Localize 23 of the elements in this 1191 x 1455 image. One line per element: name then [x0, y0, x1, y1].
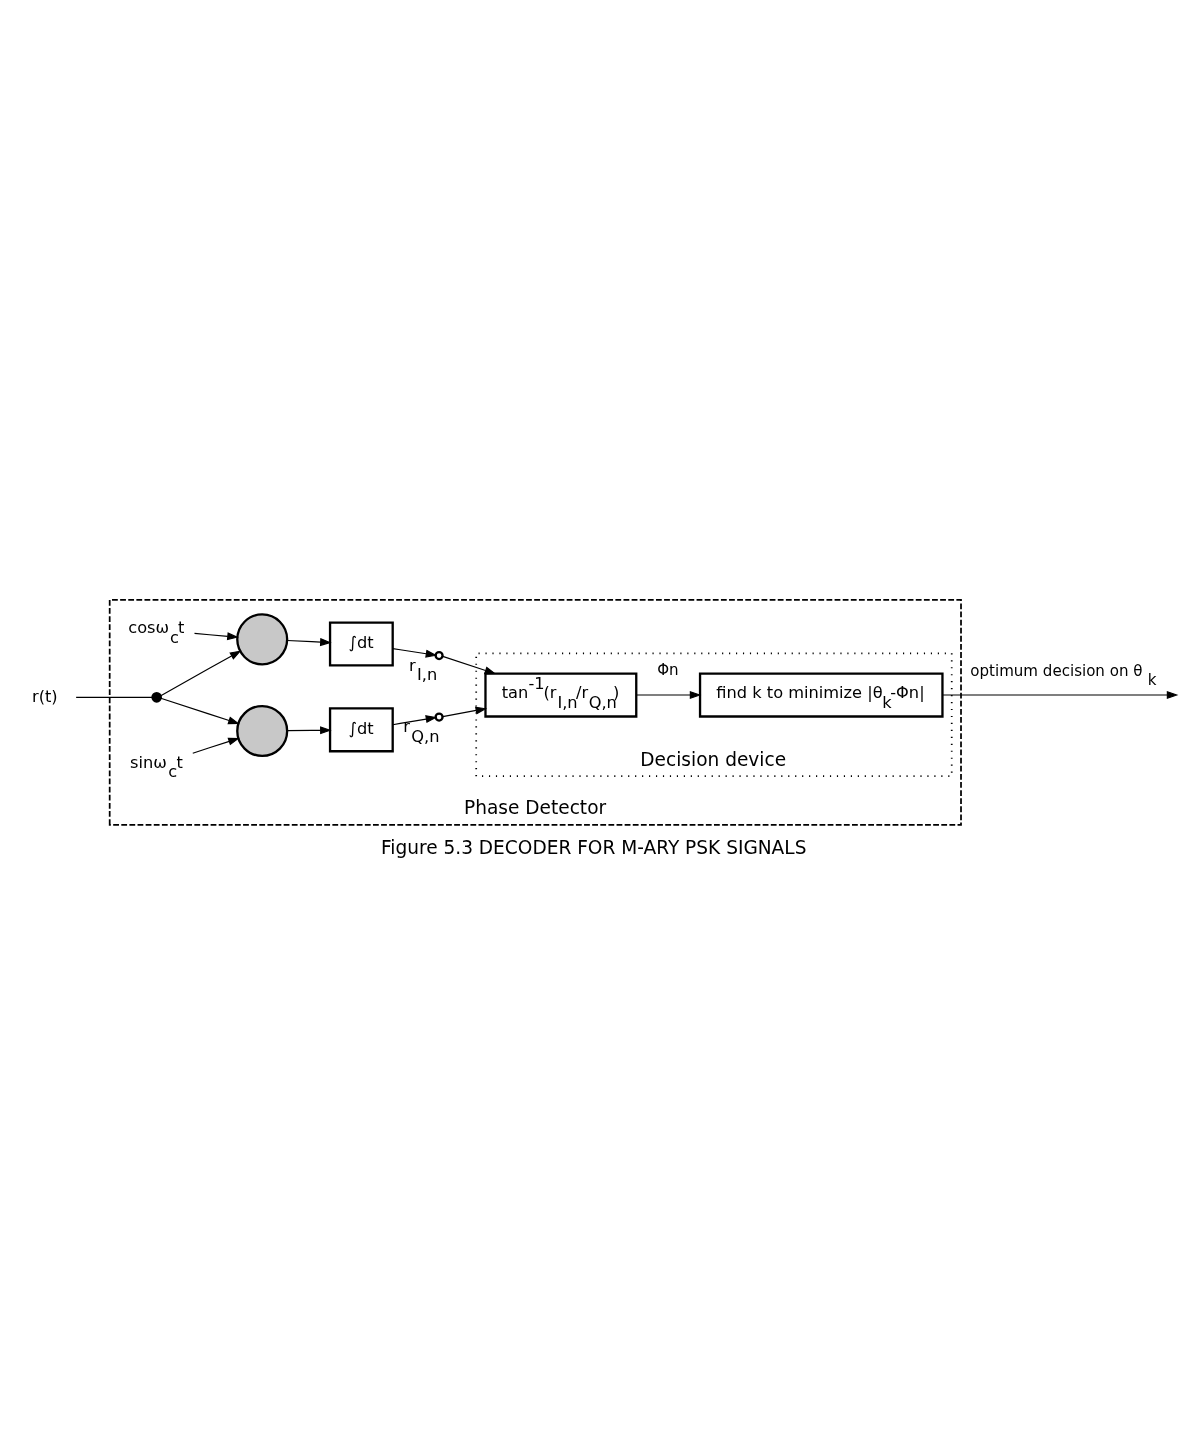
arrow — [942, 690, 1179, 700]
arrow — [286, 726, 332, 735]
arrow — [442, 655, 497, 675]
arrow — [635, 690, 702, 700]
node-text: r(t) — [31, 686, 58, 706]
caption: Figure 5.3 DECODER FOR M-ARY PSK SIGNALS — [380, 836, 807, 858]
arrow — [193, 632, 239, 641]
node-circle — [236, 613, 289, 666]
arrow — [392, 715, 438, 726]
node-switch — [434, 650, 444, 661]
arrow — [286, 638, 332, 647]
node-box: ∫dt — [328, 707, 394, 753]
edge-label: Φn — [657, 660, 679, 679]
node-box: ∫dt — [328, 621, 394, 667]
arrow — [160, 697, 240, 725]
arrow — [442, 706, 488, 718]
arrow — [192, 737, 240, 754]
connector — [75, 696, 153, 698]
node-switch — [434, 712, 444, 722]
arrow — [392, 648, 438, 658]
node-dot — [151, 692, 162, 703]
arrow — [160, 650, 242, 697]
node-circle — [236, 704, 289, 758]
